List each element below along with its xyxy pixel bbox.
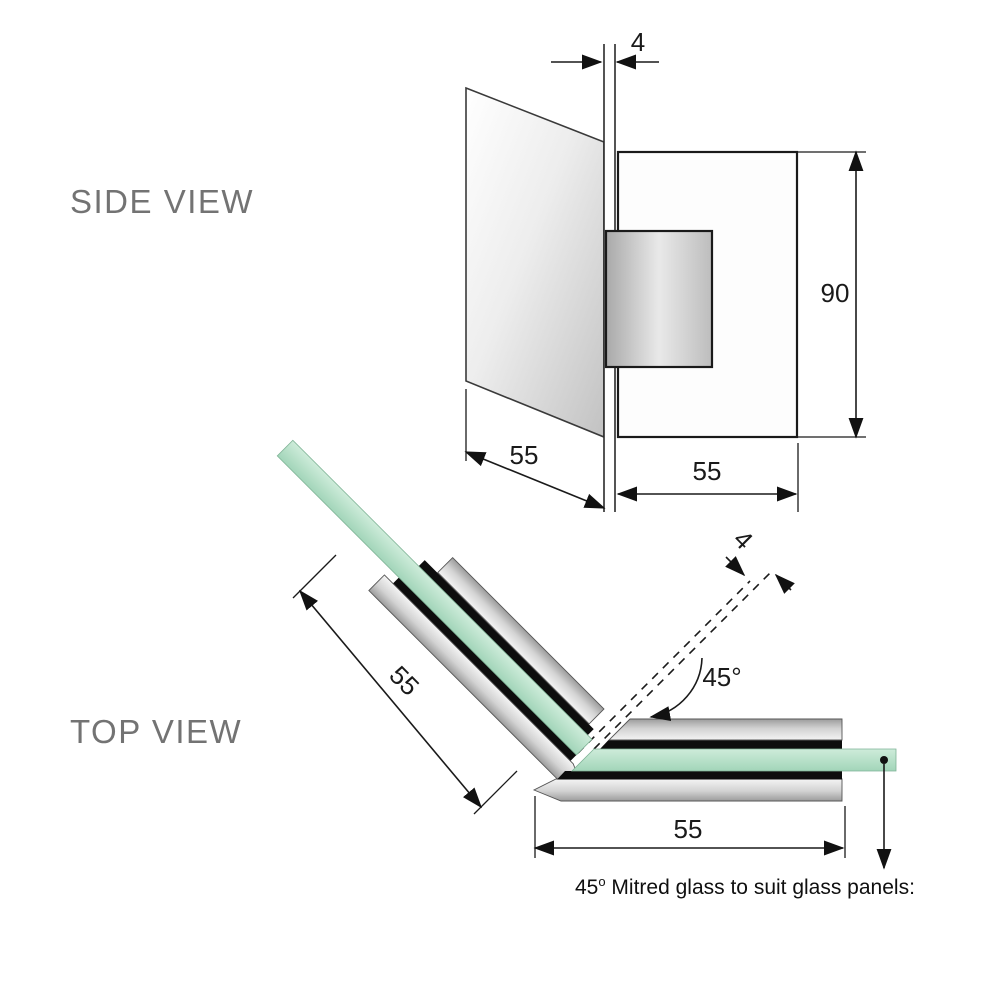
leader-dot xyxy=(880,756,888,764)
top-view-horizontal-assembly xyxy=(532,718,897,802)
mitre-gap-dashed-line-2 xyxy=(593,570,773,750)
top-view-diagonal-assembly xyxy=(276,439,605,789)
side-view-dim-glass-thickness: 4 xyxy=(551,27,659,70)
horizontal-glass-panel xyxy=(571,748,897,772)
dim-55-left-line xyxy=(464,451,606,509)
top-view-dim-mitre-gap: 4 xyxy=(725,524,795,594)
horizontal-upper-clamp-plate xyxy=(607,718,843,741)
dim-55-left-label: 55 xyxy=(510,440,539,470)
mitred-glass-caption: 45o Mitred glass to suit glass panels: xyxy=(575,874,915,899)
dim-gap-label: 4 xyxy=(728,524,759,555)
dim-90-label: 90 xyxy=(821,278,850,308)
side-view-dim-glass-inset: 55 xyxy=(464,389,606,509)
side-view-title: SIDE VIEW xyxy=(70,183,254,220)
side-view-dim-height: 90 xyxy=(798,150,866,439)
dim-55-diag-line xyxy=(298,589,483,809)
horizontal-lower-gasket-bar xyxy=(557,771,842,780)
dim-55-diag-label: 55 xyxy=(384,660,426,702)
top-view-dim-angle: 45° xyxy=(649,657,742,721)
dim-gap-arrow-lower xyxy=(774,573,795,594)
side-view-hinge-block xyxy=(604,229,714,369)
dim-4-label: 4 xyxy=(631,27,645,57)
top-view-title: TOP VIEW xyxy=(70,713,242,750)
angle-label: 45° xyxy=(702,662,741,692)
caption-rest: Mitred glass to suit glass panels: xyxy=(606,876,915,899)
caption-superscript: o xyxy=(598,874,605,889)
horizontal-lower-clamp-plate xyxy=(532,778,843,802)
caption-leader-arrow xyxy=(876,756,892,870)
dim-55-plate-label: 55 xyxy=(693,456,722,486)
top-view-dim-bottom-length: 55 xyxy=(533,796,846,858)
dim-55-diag-ext-bottom xyxy=(473,770,518,815)
side-view-glass-panel xyxy=(465,86,605,439)
angle-arc xyxy=(649,657,703,721)
mitre-gap-dashed-line-1 xyxy=(577,580,751,754)
dim-55-bottom-label: 55 xyxy=(674,814,703,844)
side-view-dim-plate-width: 55 xyxy=(616,443,799,512)
diagonal-glass-panel xyxy=(276,439,593,756)
caption-prefix: 45 xyxy=(575,876,598,899)
dim-gap-arrow-upper xyxy=(725,556,746,577)
horizontal-upper-gasket-bar xyxy=(600,740,842,749)
